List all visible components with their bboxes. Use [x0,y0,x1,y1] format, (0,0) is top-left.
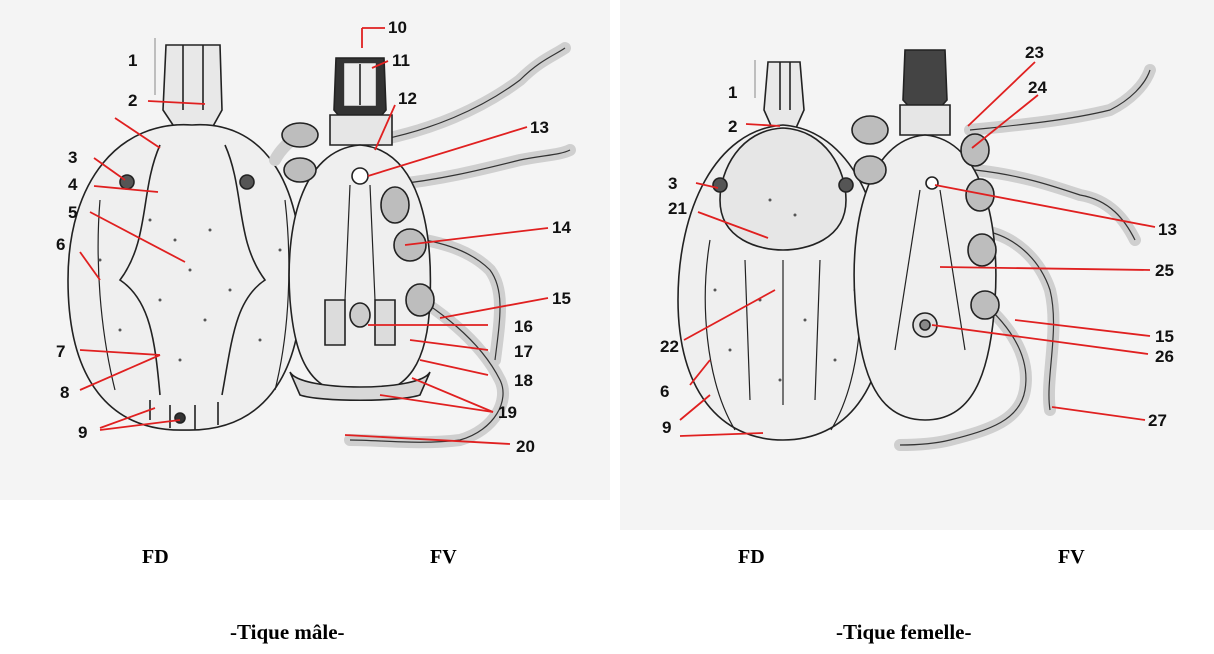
callout-number: 2 [728,117,737,136]
eye-spot [839,178,853,192]
callout-number: 12 [398,89,417,108]
callout-number: 1 [728,83,737,102]
genital-aperture [926,177,938,189]
basis-capituli [330,115,392,145]
callout-number: 24 [1028,78,1047,97]
callout-number: 15 [552,289,571,308]
callout-number: 23 [1025,43,1044,62]
callout-number: 1 [128,51,137,70]
ventral-capitulum [903,50,947,110]
callout-number: 17 [514,342,533,361]
callout-number: 9 [662,418,671,437]
dorsal-capitulum [764,62,804,128]
callout-number: 21 [668,199,687,218]
male-dorsal-view-label: FD [142,546,169,569]
callout-number: 15 [1155,327,1174,346]
callout-number: 9 [78,423,87,442]
callout-number: 8 [60,383,69,402]
callout-number: 11 [392,51,410,70]
callout-number: 4 [68,175,78,194]
callout-number: 7 [56,342,65,361]
callout-number: 5 [68,203,77,222]
callout-number: 26 [1155,347,1174,366]
callout-number: 10 [388,18,407,37]
eye-spot [240,175,254,189]
callout-number: 18 [514,371,533,390]
female-tick-caption: -Tique femelle- [836,620,972,645]
male-ventral-view-label: FV [430,546,457,569]
dorsal-body-outline [68,125,302,430]
callout-number: 25 [1155,261,1174,280]
callout-number: 27 [1148,411,1167,430]
basis-capituli [900,105,950,135]
callout-number: 13 [1158,220,1177,239]
female-tick-figure: 1 2 3 21 22 6 9 23 24 13 25 15 26 27 [620,0,1214,530]
callout-number: 6 [56,235,65,254]
anus [350,303,370,327]
callout-number: 3 [668,174,677,193]
callout-number: 20 [516,437,535,456]
callout-number: 3 [68,148,77,167]
callout-number: 2 [128,91,137,110]
female-dorsal-view-label: FD [738,546,765,569]
dorsal-capitulum [163,45,222,128]
callout-number: 14 [552,218,571,237]
male-tick-caption: -Tique mâle- [230,620,345,645]
female-ventral-view-label: FV [1058,546,1085,569]
callout-number: 16 [514,317,533,336]
eye-spot [713,178,727,192]
callout-number: 22 [660,337,679,356]
callout-number: 13 [530,118,549,137]
callout-number: 19 [498,403,517,422]
callout-number: 6 [660,382,669,401]
male-tick-figure: 1 2 3 4 5 6 7 8 9 10 11 12 13 14 15 16 1… [0,0,610,500]
genital-aperture [352,168,368,184]
